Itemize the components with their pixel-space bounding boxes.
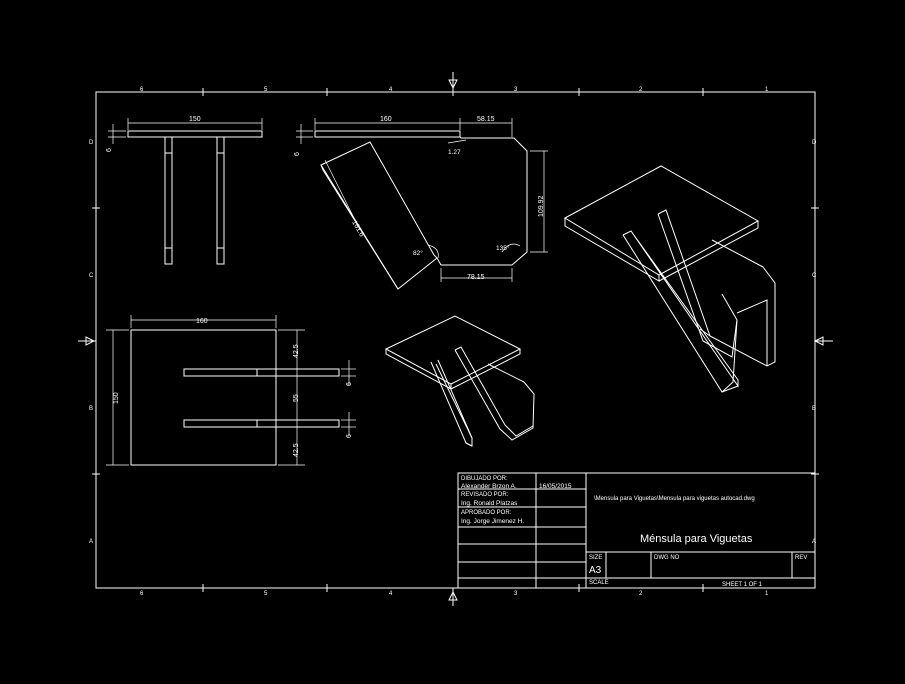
reviewed-by-label: REVISADO POR: — [461, 492, 509, 498]
col-label: 2 — [639, 87, 643, 93]
dim-label: 6 — [346, 434, 353, 438]
dim-label: 58.15 — [477, 116, 495, 123]
row-labels-left: D C B A — [89, 140, 94, 545]
col-label: 3 — [514, 87, 518, 93]
file-path: \Mensula para Viguetas\Mensula para vigu… — [594, 496, 755, 502]
side-profile-view: 160 58.15 6 1.27 109.92 161.6 82° 135° 7… — [294, 116, 548, 290]
border-ticks — [92, 88, 819, 592]
col-label: 4 — [389, 591, 393, 597]
centering-marks — [78, 72, 833, 606]
drawing-title: Ménsula para Viguetas — [640, 533, 753, 545]
rev-label: REV — [795, 555, 807, 561]
dim-label: 78.15 — [467, 274, 485, 281]
row-label: C — [89, 273, 94, 279]
column-labels-bottom: 6 5 4 3 2 1 — [140, 591, 769, 597]
dwg-no-label: DWG NO — [654, 555, 680, 561]
dim-label: 135° — [496, 244, 510, 252]
dim-label: 160 — [380, 116, 392, 123]
row-label: D — [89, 140, 94, 146]
title-block: DIBUJADO POR: Alexander Brzon A. 16/05/2… — [457, 472, 816, 589]
dim-label: 161.6 — [350, 220, 365, 239]
col-label: 5 — [264, 591, 268, 597]
dim-label: 55 — [293, 394, 300, 402]
date-value: 16/05/2015 — [539, 483, 572, 490]
dim-label: 6 — [294, 152, 301, 156]
col-label: 2 — [639, 591, 643, 597]
dim-label: 6 — [346, 382, 353, 386]
drawn-by-label: DIBUJADO POR: — [461, 476, 508, 482]
dim-label: 150 — [113, 392, 120, 404]
dim-label: 150 — [189, 116, 201, 123]
col-label: 3 — [514, 591, 518, 597]
size-label: SIZE — [589, 555, 602, 561]
plan-view: 160 150 42.5 55 42.5 6 6 — [106, 315, 356, 466]
reviewed-by-value: Ing. Ronald Platzas — [461, 500, 518, 507]
dim-label: 109.92 — [538, 195, 545, 217]
row-label: D — [812, 140, 817, 146]
row-label: C — [812, 273, 817, 279]
col-label: 5 — [264, 87, 268, 93]
isometric-view-small — [384, 315, 535, 447]
row-label: A — [89, 539, 93, 545]
col-label: 6 — [140, 591, 144, 597]
col-label: 1 — [765, 87, 769, 93]
front-view: 150 6 — [106, 116, 263, 265]
row-label: B — [89, 406, 93, 412]
sheet-number: SHEET 1 OF 1 — [722, 582, 763, 588]
approved-by-value: Ing. Jorge Jimenez H. — [461, 518, 524, 525]
row-label: A — [812, 539, 816, 545]
approved-by-label: APROBADO POR: — [461, 510, 512, 516]
size-value: A3 — [589, 565, 602, 576]
col-label: 1 — [765, 591, 769, 597]
col-label: 4 — [389, 87, 393, 93]
dim-label: 1.27 — [448, 149, 461, 156]
dim-label: 82° — [413, 249, 423, 257]
isometric-view-large — [563, 165, 776, 393]
scale-label: SCALE — [589, 580, 609, 586]
row-labels-right: D C B A — [812, 140, 817, 545]
row-label: B — [812, 406, 816, 412]
column-labels-top: 6 5 4 3 2 1 — [140, 87, 769, 93]
dim-label: 160 — [196, 318, 208, 325]
col-label: 6 — [140, 87, 144, 93]
dim-label: 42.5 — [293, 344, 300, 358]
drawing-border — [95, 91, 816, 589]
dim-label: 42.5 — [293, 443, 300, 457]
drawn-by-value: Alexander Brzon A. — [461, 483, 517, 490]
dim-label: 6 — [106, 148, 113, 152]
